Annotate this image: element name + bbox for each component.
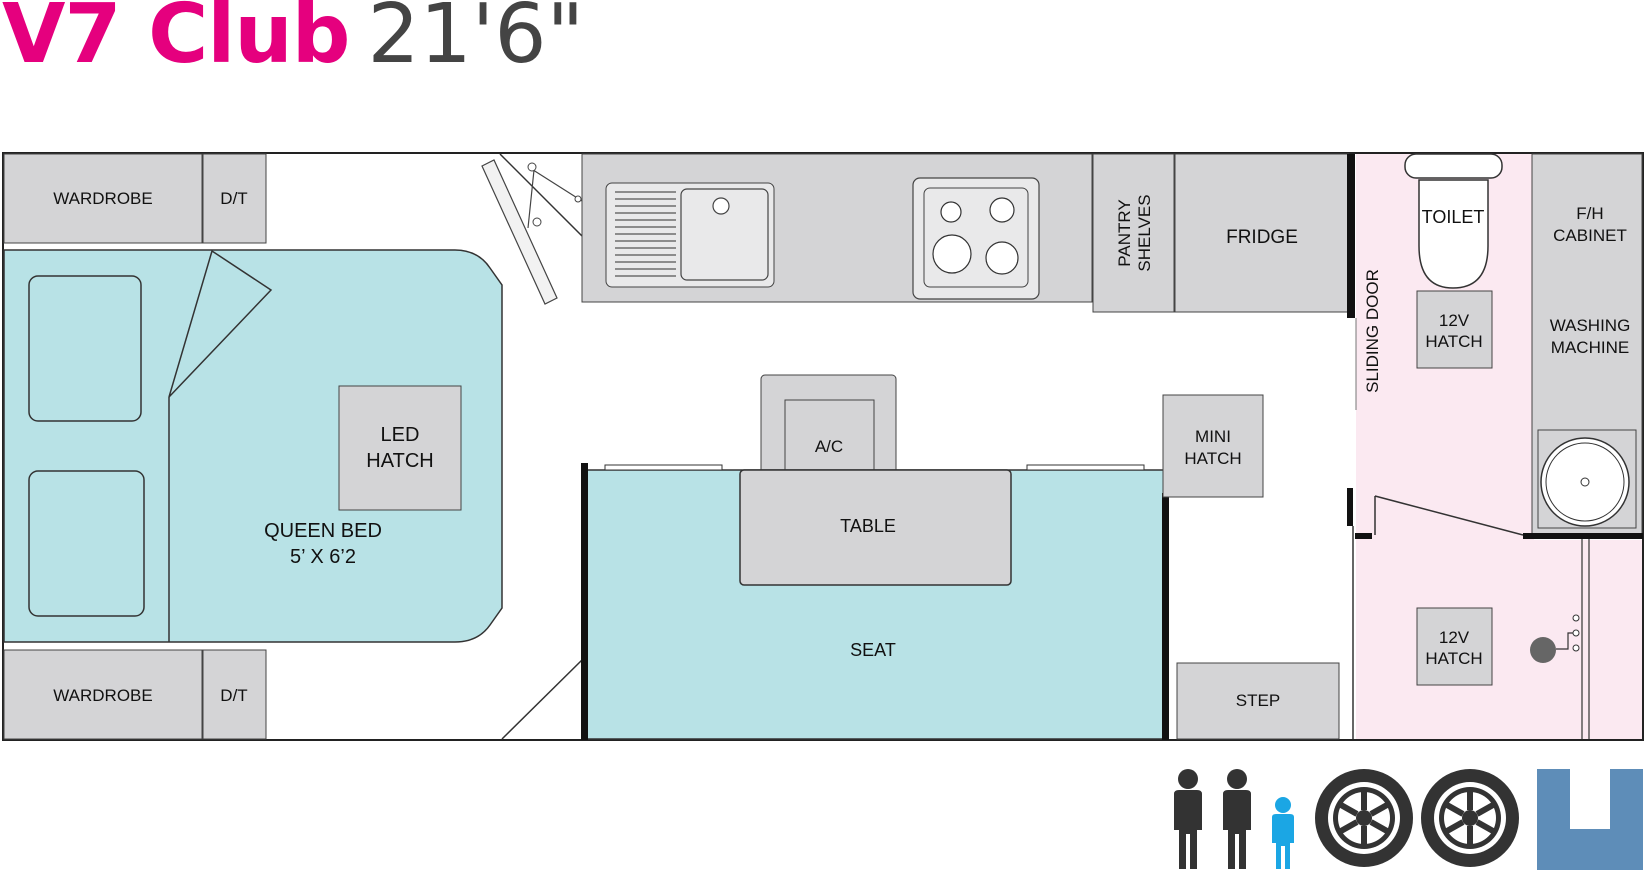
toilet-label: TOILET: [1422, 207, 1485, 227]
hatch-12v-bottom-line2: HATCH: [1425, 649, 1482, 668]
mini-hatch-line1: MINI: [1195, 427, 1231, 446]
led-hatch: [338, 385, 462, 511]
hatch-12v-top: 12V HATCH: [1416, 290, 1493, 369]
bathroom-door: [1374, 495, 1524, 536]
model-length: 21'6": [367, 0, 585, 82]
step: STEP: [1176, 662, 1340, 740]
shower: [1530, 539, 1590, 739]
adult-icon: [1223, 769, 1251, 869]
burner: [932, 234, 972, 274]
dinette-wall-left: [581, 463, 588, 740]
child-icon: [1272, 797, 1294, 869]
kitchen-bench: [581, 153, 1093, 303]
tyre-icon: [1315, 769, 1413, 867]
burner: [989, 197, 1015, 223]
burner: [940, 201, 962, 223]
dt-bottom: D/T: [202, 649, 267, 740]
shower-rose: [1530, 637, 1556, 663]
mini-hatch-line2: HATCH: [1184, 449, 1241, 468]
sink-bowl: [680, 188, 769, 281]
ac-label: A/C: [815, 437, 843, 456]
wardrobe-top-label: WARDROBE: [53, 189, 153, 208]
pantry-line2: SHELVES: [1135, 194, 1154, 271]
queen-bed: LED HATCH QUEEN BED 5’ X 6’2: [3, 249, 503, 643]
pantry-line1: PANTRY: [1115, 199, 1134, 266]
bathroom-wall: [1347, 154, 1355, 318]
door-jamb: [1347, 488, 1353, 526]
hatch-12v-bottom: 12V HATCH: [1416, 607, 1493, 686]
wardrobe-top: WARDROBE: [3, 153, 203, 244]
hatch-12v-bottom-line1: 12V: [1439, 628, 1470, 647]
dt-bottom-label: D/T: [220, 686, 247, 705]
ac-unit: A/C: [760, 374, 897, 481]
led-hatch-line2: HATCH: [366, 450, 433, 472]
queen-bed-size: 5’ X 6’2: [290, 546, 356, 568]
fh-cabinet-line2: CABINET: [1553, 226, 1627, 245]
led-hatch-line1: LED: [381, 424, 420, 446]
dinette-wall-right: [1162, 493, 1169, 740]
fridge: FRIDGE: [1174, 153, 1350, 313]
ensuite-area: [1534, 540, 1642, 739]
toilet: TOILET: [1404, 153, 1503, 289]
fh-cabinet: F/H CABINET WASHING MACHINE: [1531, 153, 1643, 538]
queen-bed-label: QUEEN BED: [264, 520, 382, 542]
model-name: V7 Club: [2, 0, 350, 82]
table-label: TABLE: [840, 516, 896, 536]
sliding-door-label: SLIDING DOOR: [1363, 269, 1382, 393]
tyre-icon: [1421, 769, 1519, 867]
hatch-12v-top-line1: 12V: [1439, 311, 1470, 330]
wardrobe-bottom-label: WARDROBE: [53, 686, 153, 705]
sink-drain: [712, 197, 730, 215]
washing-machine-line1: WASHING: [1550, 316, 1631, 335]
wardrobe-bottom: WARDROBE: [3, 649, 203, 740]
dt-top: D/T: [202, 153, 267, 244]
hatch-12v-top-line2: HATCH: [1425, 332, 1482, 351]
mini-hatch: MINI HATCH: [1162, 394, 1264, 498]
seat-label: SEAT: [850, 640, 896, 660]
bed-fold: [168, 249, 273, 398]
door-swing-line: [501, 658, 584, 740]
fridge-label: FRIDGE: [1226, 227, 1298, 248]
step-label: STEP: [1236, 691, 1280, 710]
pillow-bottom: [28, 470, 145, 617]
table: TABLE: [739, 469, 1012, 586]
sleeps-icons: [1174, 769, 1294, 869]
pillow-top: [28, 275, 142, 422]
window-hinge: [481, 153, 583, 305]
washing-machine-line2: MACHINE: [1551, 338, 1629, 357]
adult-icon: [1174, 769, 1202, 869]
u-shape-icon: [1537, 769, 1643, 870]
fh-cabinet-line1: F/H: [1576, 204, 1603, 223]
burner: [985, 241, 1019, 275]
dt-top-label: D/T: [220, 189, 247, 208]
pantry-shelves: PANTRY SHELVES: [1092, 153, 1175, 313]
